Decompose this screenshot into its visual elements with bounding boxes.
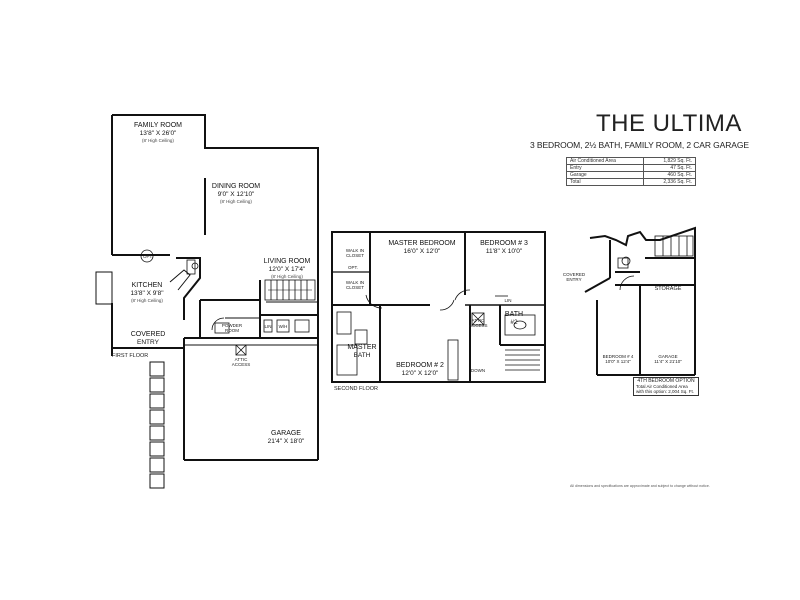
garage-dim: 21'4" X 18'0" (267, 437, 305, 445)
bedroom-3-name: BEDROOM # 3 (480, 240, 528, 247)
covered-entry-label: COVERED ENTRY (131, 331, 166, 346)
garage-label: GARAGE 21'4" X 18'0" (268, 430, 305, 445)
bath-2-label: BATH #2 (505, 311, 523, 326)
bedroom-3-label: BEDROOM # 3 11'8" X 10'0" (480, 240, 528, 255)
walk-in-closet-1-label: WALK IN CLOSET (345, 248, 365, 258)
dining-room-dim: 9'0" X 12'10" (217, 190, 255, 198)
area-value: 1,829 Sq. Ft. (643, 157, 696, 165)
family-room-label: FAMILY ROOM 13'8" X 26'0" (8' High Ceili… (134, 122, 182, 145)
family-room-dim: 13'8" X 26'0" (139, 129, 177, 137)
water-heater-label: W/H (278, 324, 288, 329)
option-fixtures (617, 235, 694, 291)
kitchen-opt-label: OPT. (142, 254, 154, 259)
first-floor-attic-label: ATTIC ACCESS (231, 357, 251, 367)
bedroom-4-dim: 10'0" X 12'4" (605, 359, 631, 364)
master-bedroom-label: MASTER BEDROOM 16'0" X 12'0" (388, 240, 455, 255)
area-label: Air Conditioned Area (565, 157, 645, 165)
kitchen-dim: 13'8" X 9'8" (130, 289, 164, 297)
walk-in-closet-2-label: WALK IN CLOSET (345, 280, 365, 290)
option-storage-label: STORAGE (654, 286, 682, 292)
first-floor-stairs (264, 279, 316, 301)
living-room-label: LIVING ROOM 12'0" X 17'4" (8' High Ceili… (264, 258, 311, 281)
covered-entry-line1: COVERED (130, 331, 166, 338)
area-value: 460 Sq. Ft. (643, 171, 696, 179)
option-box-line1: Total Air Conditioned Area (636, 384, 688, 389)
bedroom-3-dim: 11'8" X 10'0" (485, 247, 523, 255)
dining-room-name: DINING ROOM (211, 183, 261, 190)
powder-room-label: POWDER ROOM (221, 323, 243, 333)
dining-room-note: (8' High Ceiling) (220, 199, 252, 204)
living-room-note: (8' High Ceiling) (271, 274, 303, 279)
option-covered-entry-label: COVERED ENTRY (562, 272, 586, 282)
front-walkway (149, 361, 165, 489)
bedroom-2-name: BEDROOM # 2 (396, 362, 444, 369)
area-label: Total (565, 178, 645, 186)
kitchen-note: (8' High Ceiling) (131, 298, 163, 303)
family-room-note: (8' High Ceiling) (142, 138, 174, 143)
family-room-name: FAMILY ROOM (134, 122, 182, 129)
bedroom-2-dim: 12'0" X 12'0" (401, 369, 439, 377)
second-floor-lin-label: LIN (504, 298, 512, 303)
area-label: Entry (565, 164, 645, 172)
area-value: 47 Sq. Ft. (643, 164, 696, 172)
area-value: 2,336 Sq. Ft. (643, 178, 696, 186)
covered-entry-line2: ENTRY (137, 338, 159, 346)
master-bedroom-dim: 16'0" X 12'0" (403, 247, 441, 255)
option-walls (584, 226, 696, 376)
master-bedroom-name: MASTER BEDROOM (388, 240, 456, 247)
second-floor-opt-label: OPT. (347, 265, 359, 270)
second-floor-walls (331, 231, 546, 383)
option-garage-name: GARAGE (658, 354, 678, 359)
second-floor-label: SECOND FLOOR (334, 386, 379, 392)
disclaimer-footnote: All dimensions and specifications are ap… (570, 484, 710, 488)
first-floor-lin-label: LIN (264, 324, 272, 329)
option-garage-label: GARAGE 11'4" X 21'10" (654, 354, 682, 364)
bedroom-2-label: BEDROOM # 2 12'0" X 12'0" (396, 362, 444, 377)
bedroom-4-label: BEDROOM # 4 10'0" X 12'4" (603, 354, 634, 364)
master-bath-line2: BATH (353, 351, 371, 359)
second-floor-fixtures (336, 289, 540, 381)
plan-subtitle: 3 BEDROOM, 2½ BATH, FAMILY ROOM, 2 CAR G… (530, 140, 749, 150)
second-floor-attic-label: ATTIC ACCESS (469, 318, 488, 328)
option-box-line2: with this option: 2,004 Sq. Ft. (636, 389, 695, 394)
garage-name: GARAGE (271, 430, 301, 437)
bedroom-4-name: BEDROOM # 4 (602, 354, 634, 359)
dining-room-label: DINING ROOM 9'0" X 12'10" (8' High Ceili… (212, 183, 260, 206)
living-room-name: LIVING ROOM (263, 258, 311, 265)
option-box-title: 4TH BEDROOM OPTION (637, 378, 695, 384)
kitchen-label: KITCHEN 13'8" X 9'8" (8' High Ceiling) (130, 282, 163, 305)
bath-2-line2: #2 (510, 318, 518, 326)
kitchen-name: KITCHEN (131, 282, 163, 289)
option-info-box: 4TH BEDROOM OPTION Total Air Conditioned… (633, 377, 699, 396)
stairs-down-label: DOWN (470, 368, 486, 373)
master-bath-label: MASTER BATH (347, 344, 376, 359)
plan-title: THE ULTIMA (596, 110, 742, 137)
bath-2-line1: BATH (504, 311, 524, 318)
first-floor-label: FIRST FLOOR (112, 353, 149, 359)
option-garage-dim: 11'4" X 21'10" (654, 359, 682, 364)
living-room-dim: 12'0" X 17'4" (268, 265, 306, 273)
area-label: Garage (565, 171, 645, 179)
master-bath-line1: MASTER (347, 344, 377, 351)
